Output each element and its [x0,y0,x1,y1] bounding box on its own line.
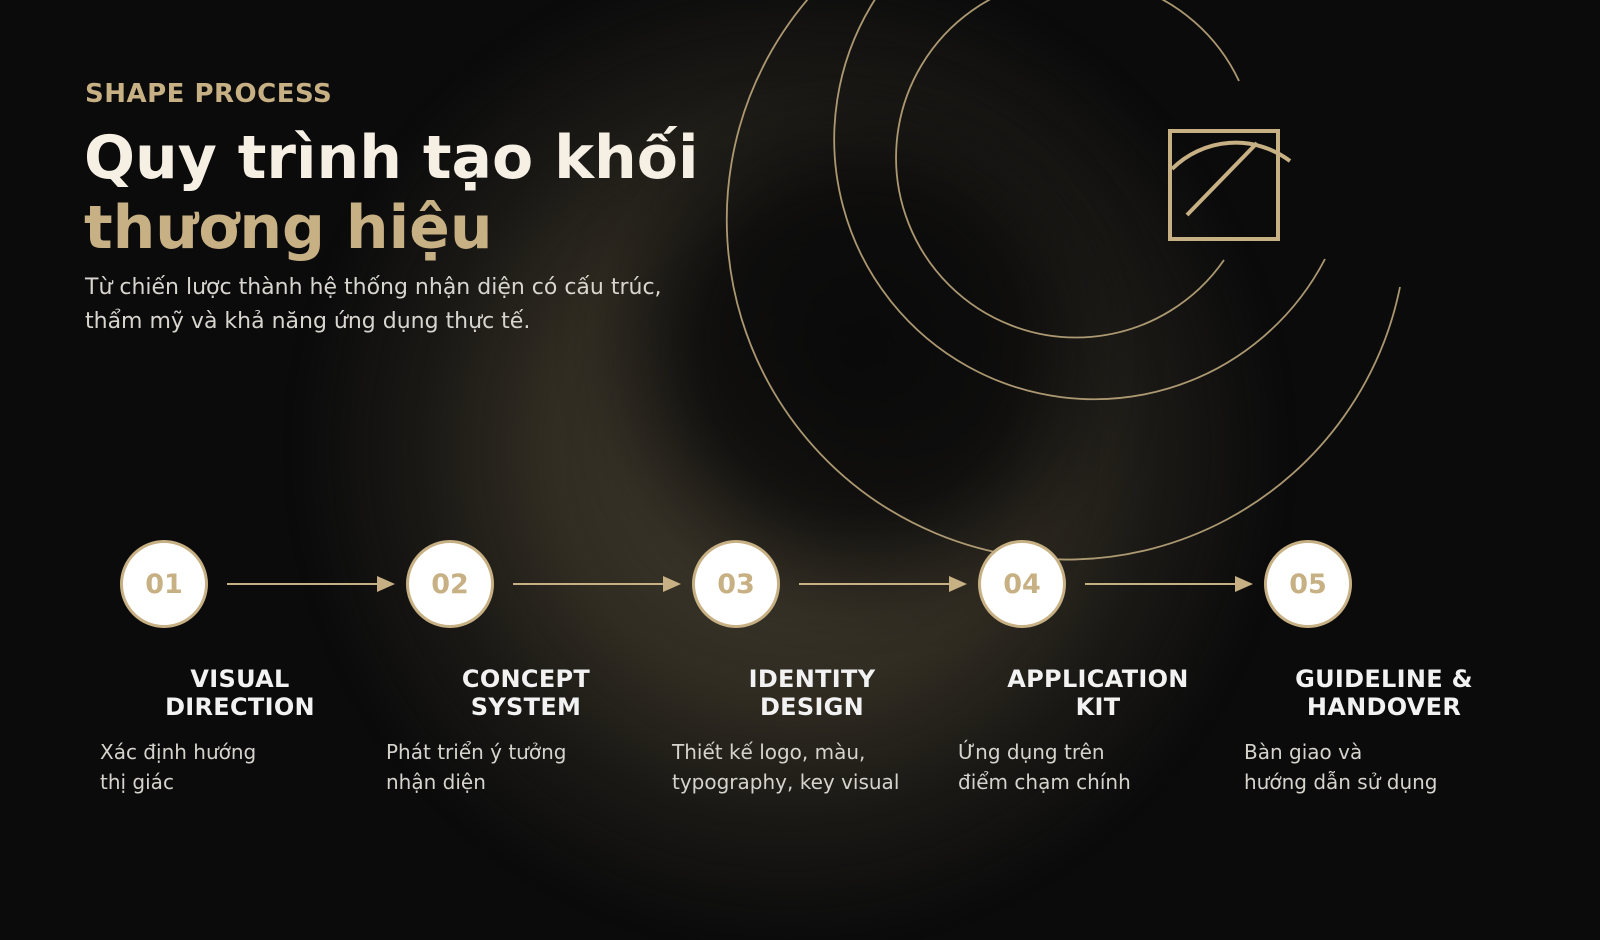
process-steps: 01 VISUAL DIRECTION Xác định hướng thị g… [100,540,1544,797]
title-line-2: thương hiệu [84,193,493,263]
step-desc-line-1: Ứng dụng trên [958,740,1105,764]
subtitle-line-2: thẩm mỹ và khả năng ứng dụng thực tế. [85,309,531,334]
step-desc-line-2: typography, key visual [672,770,900,794]
step-desc-line-2: thị giác [100,770,174,794]
step-desc-line-2: hướng dẫn sử dụng [1244,770,1438,794]
step-title-line-1: APPLICATION [1007,665,1189,693]
step-title-line-2: DIRECTION [165,693,315,721]
step-description: Bàn giao và hướng dẫn sử dụng [1244,737,1544,797]
step-number-badge: 05 [1264,540,1352,628]
subtitle-line-1: Từ chiến lược thành hệ thống nhận diện c… [85,275,662,300]
step-title: GUIDELINE & HANDOVER [1244,665,1524,721]
step-description: Xác định hướng thị giác [100,737,400,797]
eyebrow-label: SHAPE PROCESS [85,79,333,109]
step-number-badge: 01 [120,540,208,628]
step-title-line-2: HANDOVER [1306,693,1462,721]
step-desc-line-1: Xác định hướng [100,740,257,764]
step-title-line-1: GUIDELINE & [1295,665,1473,693]
step-desc-line-2: điểm chạm chính [958,770,1131,794]
step-title: APPLICATION KIT [958,665,1238,721]
arrow-right-icon [799,576,967,592]
step-number-badge: 02 [406,540,494,628]
subtitle: Từ chiến lược thành hệ thống nhận diện c… [85,271,765,339]
step-description: Phát triển ý tưởng nhận diện [386,737,686,797]
step-desc-line-1: Thiết kế logo, màu, [672,740,866,764]
step-description: Ứng dụng trên điểm chạm chính [958,737,1258,797]
step-desc-line-1: Phát triển ý tưởng [386,740,567,764]
step-title-line-1: IDENTITY [748,665,876,693]
step-title-line-2: DESIGN [759,693,865,721]
arrow-right-icon [1085,576,1253,592]
step-title: VISUAL DIRECTION [100,665,380,721]
step-number-badge: 03 [692,540,780,628]
step-title-line-2: SYSTEM [470,693,582,721]
step-desc-line-1: Bàn giao và [1244,740,1363,764]
step-number-badge: 04 [978,540,1066,628]
step-description: Thiết kế logo, màu, typography, key visu… [672,737,972,797]
step-title-line-2: KIT [1075,693,1121,721]
step-title: CONCEPT SYSTEM [386,665,666,721]
step-title-line-1: CONCEPT [461,665,591,693]
arrow-right-icon [227,576,395,592]
title-line-1: Quy trình tạo khối [84,123,699,193]
arrow-right-icon [513,576,681,592]
step-desc-line-2: nhận diện [386,770,486,794]
page-title: Quy trình tạo khối thương hiệu [84,123,699,263]
step-title: IDENTITY DESIGN [672,665,952,721]
step-title-line-1: VISUAL [190,665,290,693]
